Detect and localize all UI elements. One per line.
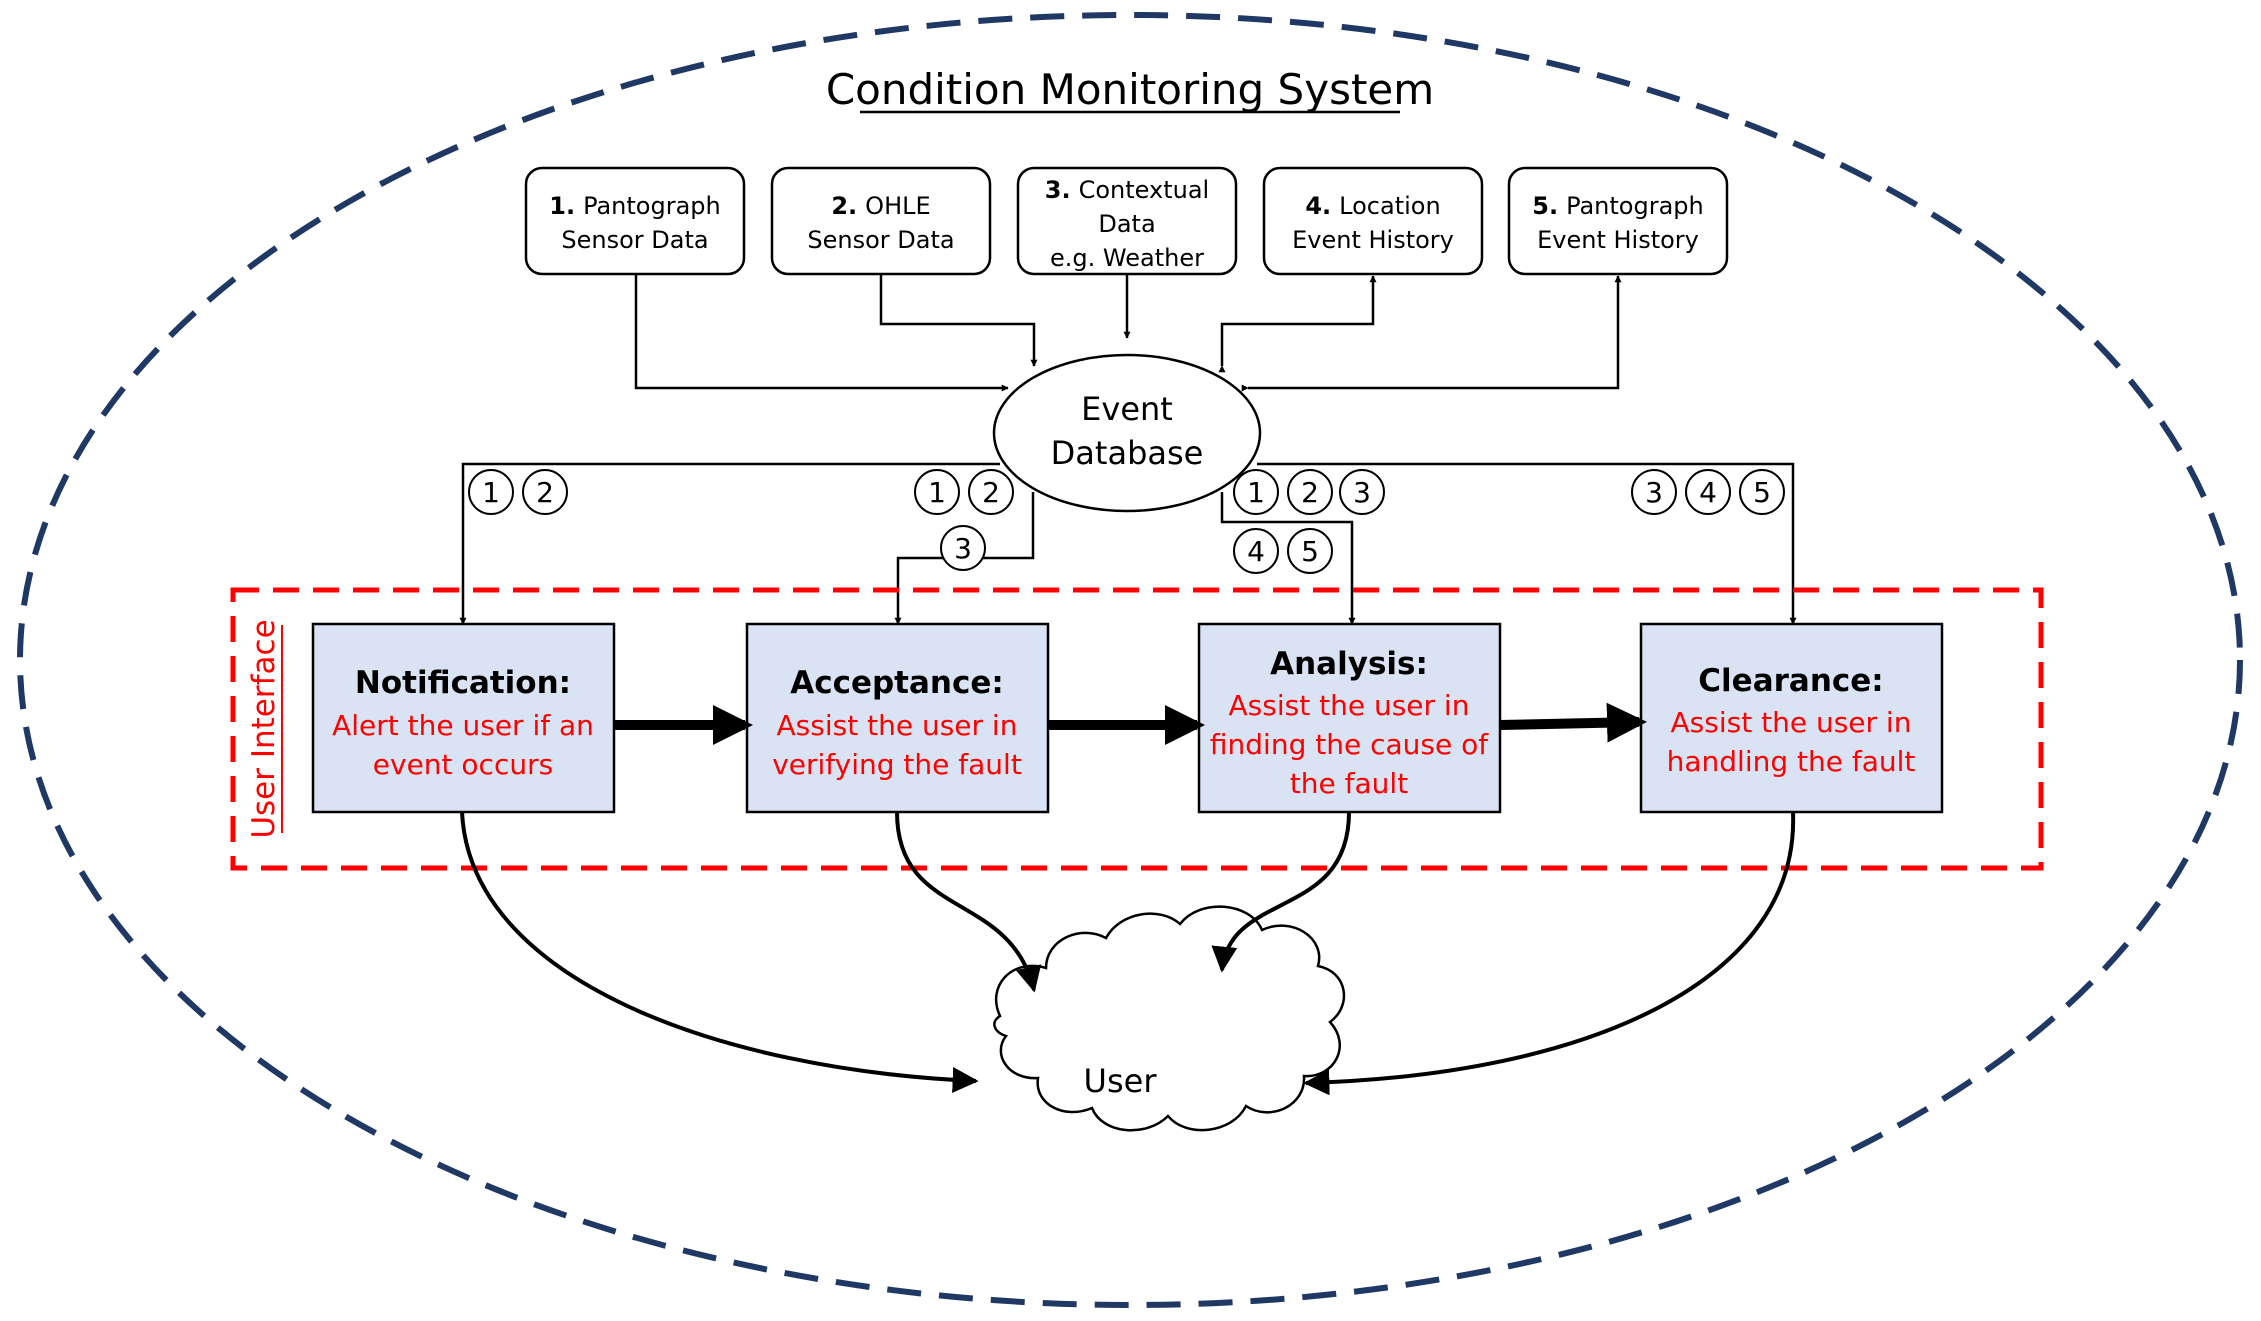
svg-text:Alert the user if an: Alert the user if an [332, 709, 594, 742]
source-box-5: 5.Pantograph Event History [1507, 166, 1729, 276]
svg-text:3: 3 [1353, 476, 1371, 509]
system-boundary [17, 12, 2243, 1308]
svg-text:1.Pantograph: 1.Pantograph [549, 192, 721, 220]
svg-text:2: 2 [982, 476, 1000, 509]
svg-text:e.g. Weather: e.g. Weather [1050, 244, 1204, 272]
svg-text:Assist the user in: Assist the user in [777, 709, 1018, 742]
svg-text:1: 1 [928, 476, 946, 509]
source-box-3: 3.Contextual Data e.g. Weather [1016, 166, 1238, 276]
svg-text:Event History: Event History [1537, 226, 1699, 254]
svg-text:2: 2 [536, 476, 554, 509]
source-box-2: 2.OHLE Sensor Data [770, 166, 992, 276]
svg-text:3: 3 [1645, 476, 1663, 509]
connector-source-4 [1218, 275, 1377, 373]
marker-group-clearance: 3 4 5 [1631, 469, 1785, 515]
connector-db-analysis [1220, 492, 1356, 625]
marker-group-analysis: 1 2 3 4 5 [1233, 469, 1385, 574]
svg-text:finding the cause of: finding the cause of [1210, 728, 1489, 761]
svg-text:5: 5 [1301, 535, 1319, 568]
svg-text:1: 1 [482, 476, 500, 509]
svg-text:handling the fault: handling the fault [1667, 745, 1916, 778]
svg-text:event occurs: event occurs [373, 748, 553, 781]
stage-acceptance: Acceptance: Assist the user in verifying… [745, 622, 1050, 814]
svg-text:4: 4 [1247, 535, 1265, 568]
svg-text:Acceptance:: Acceptance: [790, 665, 1004, 701]
svg-text:Data: Data [1098, 210, 1155, 238]
stage-notification: Notification: Alert the user if an event… [311, 622, 616, 814]
svg-text:4.Location: 4.Location [1305, 192, 1440, 220]
event-database: Event Database [992, 353, 1262, 513]
svg-text:4: 4 [1699, 476, 1717, 509]
svg-text:Clearance:: Clearance: [1698, 663, 1883, 699]
connector-notification-user [460, 811, 979, 1093]
svg-text:User: User [1084, 1062, 1158, 1100]
source-box-4: 4.Location Event History [1262, 166, 1484, 276]
svg-text:verifying the fault: verifying the fault [772, 748, 1022, 781]
connector-db-clearance [1257, 462, 1797, 625]
connector-source-2 [879, 274, 1038, 367]
svg-text:2.OHLE: 2.OHLE [831, 192, 930, 220]
connector-source-1 [634, 274, 1009, 392]
svg-text:Event History: Event History [1292, 226, 1454, 254]
flow-arrow-analysis-clearance [1499, 702, 1647, 743]
marker-group-notification: 1 2 [468, 469, 568, 515]
svg-text:5: 5 [1753, 476, 1771, 509]
marker-group-acceptance: 1 2 3 [914, 469, 1014, 571]
svg-text:Database: Database [1051, 434, 1204, 472]
user-interface-label: User Interface [246, 619, 282, 838]
svg-text:Sensor Data: Sensor Data [561, 226, 708, 254]
svg-text:Assist the user in: Assist the user in [1229, 689, 1470, 722]
svg-text:Assist the user in: Assist the user in [1671, 706, 1912, 739]
svg-text:5.Pantograph: 5.Pantograph [1532, 192, 1704, 220]
connector-clearance-user [1303, 811, 1796, 1096]
connector-source-5 [1241, 275, 1622, 392]
page-title: Condition Monitoring System [826, 65, 1434, 114]
svg-text:Analysis:: Analysis: [1270, 646, 1428, 682]
svg-text:the fault: the fault [1290, 767, 1408, 800]
connector-analysis-user [1211, 811, 1351, 973]
svg-text:Event: Event [1081, 390, 1173, 428]
svg-text:3.Contextual: 3.Contextual [1045, 176, 1209, 204]
source-box-1: 1.Pantograph Sensor Data [524, 166, 746, 276]
stage-analysis: Analysis: Assist the user in finding the… [1197, 622, 1502, 814]
stage-clearance: Clearance: Assist the user in handling t… [1639, 622, 1944, 814]
svg-text:2: 2 [1301, 476, 1319, 509]
connector-acceptance-user [895, 811, 1042, 993]
svg-text:Notification:: Notification: [355, 665, 571, 701]
connector-db-notification [459, 462, 1000, 625]
user-interface-boundary [230, 587, 2044, 871]
svg-text:Sensor Data: Sensor Data [807, 226, 954, 254]
svg-text:3: 3 [954, 532, 972, 565]
user-cloud: User [993, 905, 1346, 1132]
svg-text:1: 1 [1247, 476, 1265, 509]
